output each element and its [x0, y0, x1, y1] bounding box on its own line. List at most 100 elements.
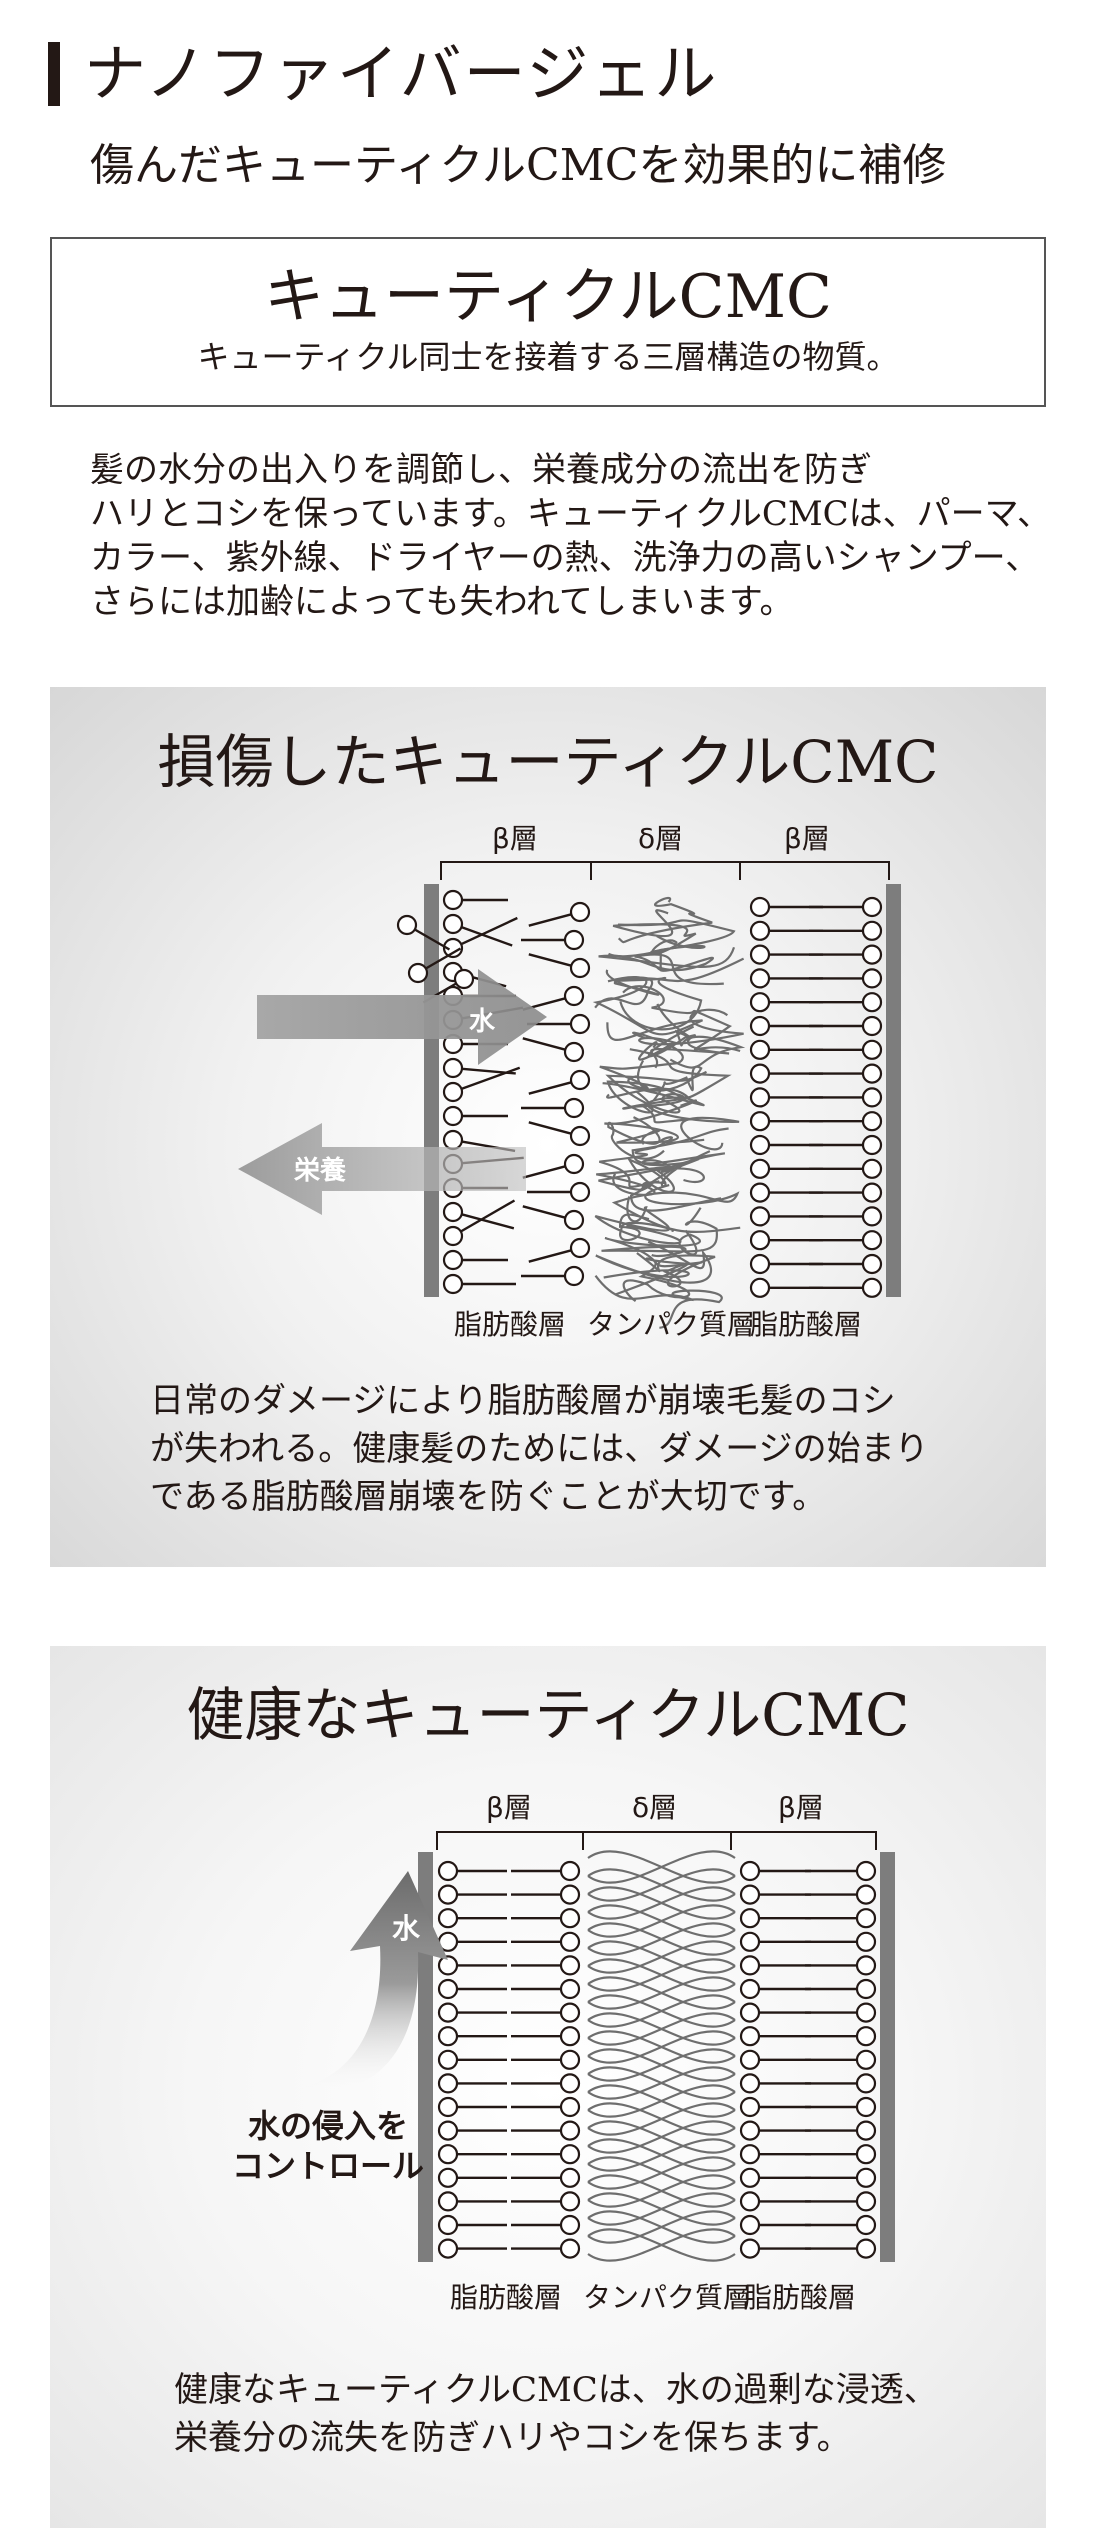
- protein-coil: [587, 1940, 736, 1974]
- layer-bracket: [436, 1831, 877, 1850]
- lipid-stray-head: [407, 962, 429, 984]
- protein-coil: [587, 2156, 736, 2190]
- protein-coil: [587, 2048, 736, 2082]
- lipid-left-inner-head: [437, 2073, 459, 2094]
- lipid-right-inner-head: [739, 1955, 761, 1976]
- damaged-cmc-diagram: 水栄養: [238, 861, 901, 1329]
- protein-coil: [592, 975, 703, 1041]
- lipid-left-outer-head: [559, 2120, 581, 2141]
- protein-coil: [587, 2228, 736, 2262]
- damaged-panel-title: 損傷したキューティクルCMC: [157, 728, 939, 796]
- protein-coil: [587, 2192, 736, 2226]
- lipid-left-outer-head: [559, 2167, 581, 2188]
- lipid-left-inner-head: [437, 2049, 459, 2070]
- lipid-left-outer-head: [559, 2214, 581, 2236]
- lipid-right-inner-head: [739, 2167, 761, 2188]
- lipid-right-inner-head: [749, 1015, 771, 1037]
- lipid-right-inner-head: [749, 968, 771, 989]
- lipid-left-outer-head: [559, 1931, 581, 1952]
- protein-coil: [599, 1031, 684, 1090]
- lipid-left-outer-head: [559, 1978, 581, 2000]
- lipid-left-outer-tail: [522, 1037, 566, 1051]
- lipid-left-inner-head: [437, 1955, 459, 1976]
- lipid-right-inner-head: [749, 1063, 771, 1084]
- lipid-left-outer-head: [559, 2144, 581, 2165]
- bottom-label-fatty-acid-right: 脂肪酸層: [750, 1308, 863, 1341]
- lipid-right-inner-head: [739, 2238, 761, 2259]
- lipid-right-inner-head: [749, 1206, 771, 1227]
- lipid-left-outer-head: [559, 2026, 581, 2047]
- intro-line: カラー、紫外線、ドライヤーの熱、洗浄力の高いシャンプー、: [90, 538, 1040, 578]
- lipid-left-inner-head: [437, 2096, 459, 2118]
- lipid-left-inner-head: [442, 1105, 464, 1127]
- protein-coil: [631, 1127, 729, 1173]
- lipid-right-inner-head: [749, 992, 771, 1013]
- lipid-right-inner-head: [739, 2214, 761, 2236]
- lipid-left-inner-tail: [461, 1066, 521, 1091]
- lipid-left-inner-head: [437, 1860, 459, 1882]
- lipid-right-outer-head: [855, 2144, 877, 2165]
- lipid-right-outer-head: [855, 1978, 877, 2000]
- lipid-right-outer-head: [861, 1253, 883, 1275]
- lipid-left-outer-head: [559, 2002, 581, 2023]
- water-curved-arrow-label: 水: [392, 1912, 421, 1945]
- lipid-right-outer-head: [861, 992, 883, 1013]
- lipid-right-outer-head: [861, 968, 883, 989]
- definition-box: キューティクルCMC キューティクル同士を接着する三層構造の物質。: [50, 237, 1046, 407]
- definition-heading: キューティクルCMC: [264, 262, 832, 332]
- protein-coil: [618, 1213, 675, 1242]
- protein-coil: [587, 1922, 736, 1956]
- lipid-right-inner-head: [749, 1253, 771, 1275]
- protein-coil: [607, 1116, 665, 1160]
- lipid-right-inner-head: [749, 1158, 771, 1179]
- lipid-right-inner-head: [739, 1908, 761, 1929]
- lipid-left-outer-head: [559, 1860, 581, 1882]
- lipid-left-inner-tail: [461, 1213, 515, 1230]
- lipid-left-inner-head: [437, 2167, 459, 2188]
- lipid-left-inner-tail: [461, 925, 513, 947]
- control-line: 水の侵入を: [247, 2107, 408, 2145]
- lipid-left-outer-head: [559, 1908, 581, 1929]
- lipid-right-inner-head: [739, 1978, 761, 2000]
- protein-coil: [587, 2120, 736, 2154]
- damaged-text-line: 日常のダメージにより脂肪酸層が崩壊毛髪のコシ: [150, 1381, 896, 1421]
- lipid-right-outer-head: [855, 1908, 877, 1929]
- protein-coil: [587, 2012, 736, 2046]
- lipid-left-inner-head: [442, 1081, 464, 1103]
- lipid-stray-head: [453, 968, 475, 990]
- intro-line: 髪の水分の出入りを調節し、栄養成分の流出を防ぎ: [90, 450, 872, 490]
- lipid-left-outer-head: [559, 2238, 581, 2259]
- lipid-left-inner-head: [437, 1978, 459, 2000]
- healthy-cmc-diagram: 水: [260, 1831, 895, 2262]
- lipid-right-outer-head: [855, 2073, 877, 2094]
- page-subtitle: 傷んだキューティクルCMCを効果的に補修: [90, 140, 947, 191]
- lipid-left-outer-head: [563, 1265, 585, 1287]
- water-in-arrow-label: 水: [469, 1007, 496, 1037]
- membrane-wall-right: [880, 1852, 895, 2262]
- lipid-left-inner-head: [442, 1273, 464, 1295]
- lipid-left-outer-head: [569, 901, 591, 923]
- bottom-label-fatty-acid-left: 脂肪酸層: [450, 2281, 563, 2314]
- intro-line: ハリとコシを保っています。キューティクルCMCは、パーマ、: [90, 494, 1051, 534]
- lipid-right-outer-head: [861, 920, 883, 941]
- protein-coil: [601, 1207, 718, 1257]
- lipid-right-inner-head: [749, 1182, 771, 1203]
- lipid-right-inner-head: [749, 1087, 771, 1108]
- protein-coil: [587, 2102, 736, 2136]
- intro-text: 髪の水分の出入りを調節し、栄養成分の流出を防ぎ ハリとコシを保っています。キュー…: [90, 448, 1051, 624]
- lipid-left-outer-head: [559, 2096, 581, 2118]
- lipid-right-inner-head: [739, 1860, 761, 1882]
- lipid-right-inner-head: [739, 2073, 761, 2094]
- lipid-left-outer-head: [563, 985, 585, 1007]
- bottom-label-fatty-acid-left: 脂肪酸層: [454, 1308, 567, 1341]
- lipid-left-inner-head: [442, 1249, 464, 1271]
- layer-label-delta: δ層: [638, 822, 684, 855]
- bottom-label-fatty-acid-right: 脂肪酸層: [744, 2281, 857, 2314]
- protein-coil-group: [592, 896, 746, 1329]
- layer-bracket: [440, 861, 890, 880]
- lipid-left-outer-tail: [528, 1249, 572, 1263]
- lipid-right-outer-head: [855, 2026, 877, 2047]
- lipid-right-outer-head: [861, 1206, 883, 1227]
- protein-coil: [587, 1958, 736, 1992]
- membrane-wall-right: [886, 884, 901, 1297]
